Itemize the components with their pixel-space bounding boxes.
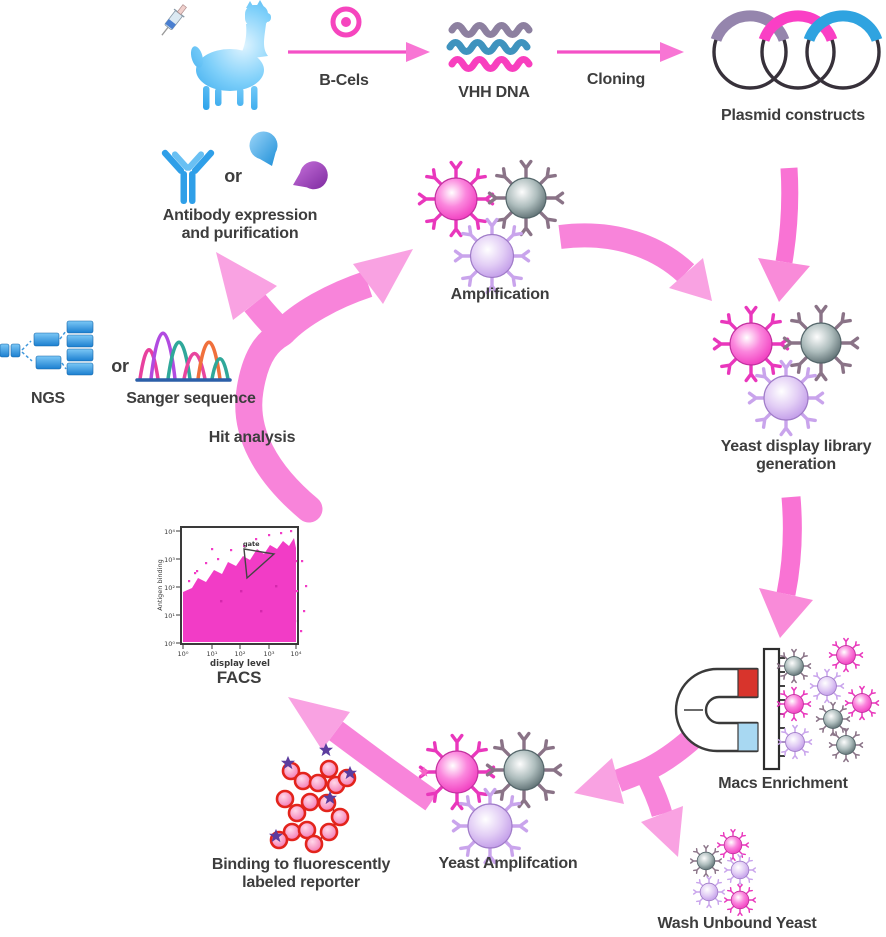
arrow-macs-fork [574, 725, 706, 857]
alpaca-icon [190, 0, 271, 110]
antibody-expression-label-line2: and purification [181, 225, 299, 242]
facs-label: FACS [216, 668, 262, 687]
arrow-hit-analysis-branch [216, 249, 413, 523]
yeast-amplification-cells [421, 734, 561, 863]
facs-xtick: 10² [235, 650, 246, 658]
ngs-label: NGS [30, 390, 66, 407]
arrow-plasmid-to-yeast-display [758, 167, 810, 302]
facs-gate [243, 548, 276, 580]
facs-xtick: 10³ [264, 650, 275, 658]
b-cell-icon [330, 6, 362, 38]
facs-gate-label: gate [243, 540, 260, 548]
sanger-label: Sanger sequence [126, 390, 256, 407]
arrow-yeast-display-to-macs [759, 496, 813, 638]
cloning-arrow [557, 42, 684, 62]
yeast-display-label-line1: Yeast display library [720, 438, 872, 455]
facs-ytick: 10³ [164, 556, 175, 564]
or-label-sequencing: or [111, 356, 129, 376]
bcells-arrow [288, 42, 430, 62]
hit-analysis-label: Hit analysis [208, 429, 296, 446]
wash-label: Wash Unbound Yeast [657, 915, 817, 932]
arrow-amplification-to-yeast-display [558, 223, 712, 301]
facs-ytick: 10² [164, 584, 175, 592]
yeast-display-cells [715, 307, 858, 435]
arrow-yeast-amp-to-facs [288, 697, 439, 811]
antibody-icon [161, 149, 215, 204]
facs-ytick: 10¹ [164, 612, 175, 620]
vhh-dna-icon [446, 22, 533, 72]
or-label-antibody: or [224, 166, 242, 186]
binding-label-line1: Binding to fluorescently [211, 856, 391, 873]
facs-scatter-dots [188, 530, 308, 633]
bcells-label: B-Cels [319, 72, 369, 89]
facs-ylabel: Antigen binding [156, 559, 164, 610]
facs-plot: gate 10⁴ 10³ 10² 10¹ 10⁰ 10⁰ 10¹ 10² 10³… [156, 526, 308, 669]
amplification-label: Amplification [450, 286, 550, 303]
macs-yeast-cells [778, 639, 879, 762]
cloning-label: Cloning [586, 71, 646, 88]
vhh-fragment-icons [249, 131, 328, 190]
syringe-icon [161, 4, 187, 36]
ngs-icon [0, 320, 94, 376]
antibody-expression-label-line1: Antibody expression [162, 207, 318, 224]
yeast-display-label-line2: generation [756, 456, 836, 473]
facs-xlabel: display level [210, 659, 270, 669]
facs-xtick: 10⁴ [291, 650, 302, 658]
facs-ytick: 10⁰ [164, 640, 175, 648]
fluorescent-reporter-icon [268, 742, 430, 854]
macs-label: Macs Enrichment [718, 775, 848, 792]
facs-scatter-region [183, 538, 296, 642]
plasmid-constructs-icon [710, 10, 883, 90]
vhh-dna-label: VHH DNA [458, 84, 530, 101]
magnet-icon [674, 667, 759, 753]
facs-ytick: 10⁴ [164, 528, 175, 536]
wash-yeast-cells [691, 830, 756, 916]
macs-column [762, 647, 785, 771]
binding-label-line2: labeled reporter [242, 874, 360, 891]
yeast-amplification-label: Yeast Amplifcation [438, 855, 578, 872]
facs-xtick: 10¹ [207, 650, 218, 658]
sanger-icon [135, 331, 232, 382]
plasmid-label: Plasmid constructs [720, 107, 866, 124]
amplification-yeast-cells [420, 162, 563, 293]
cycle-arrows [216, 167, 813, 857]
facs-xtick: 10⁰ [178, 650, 189, 658]
